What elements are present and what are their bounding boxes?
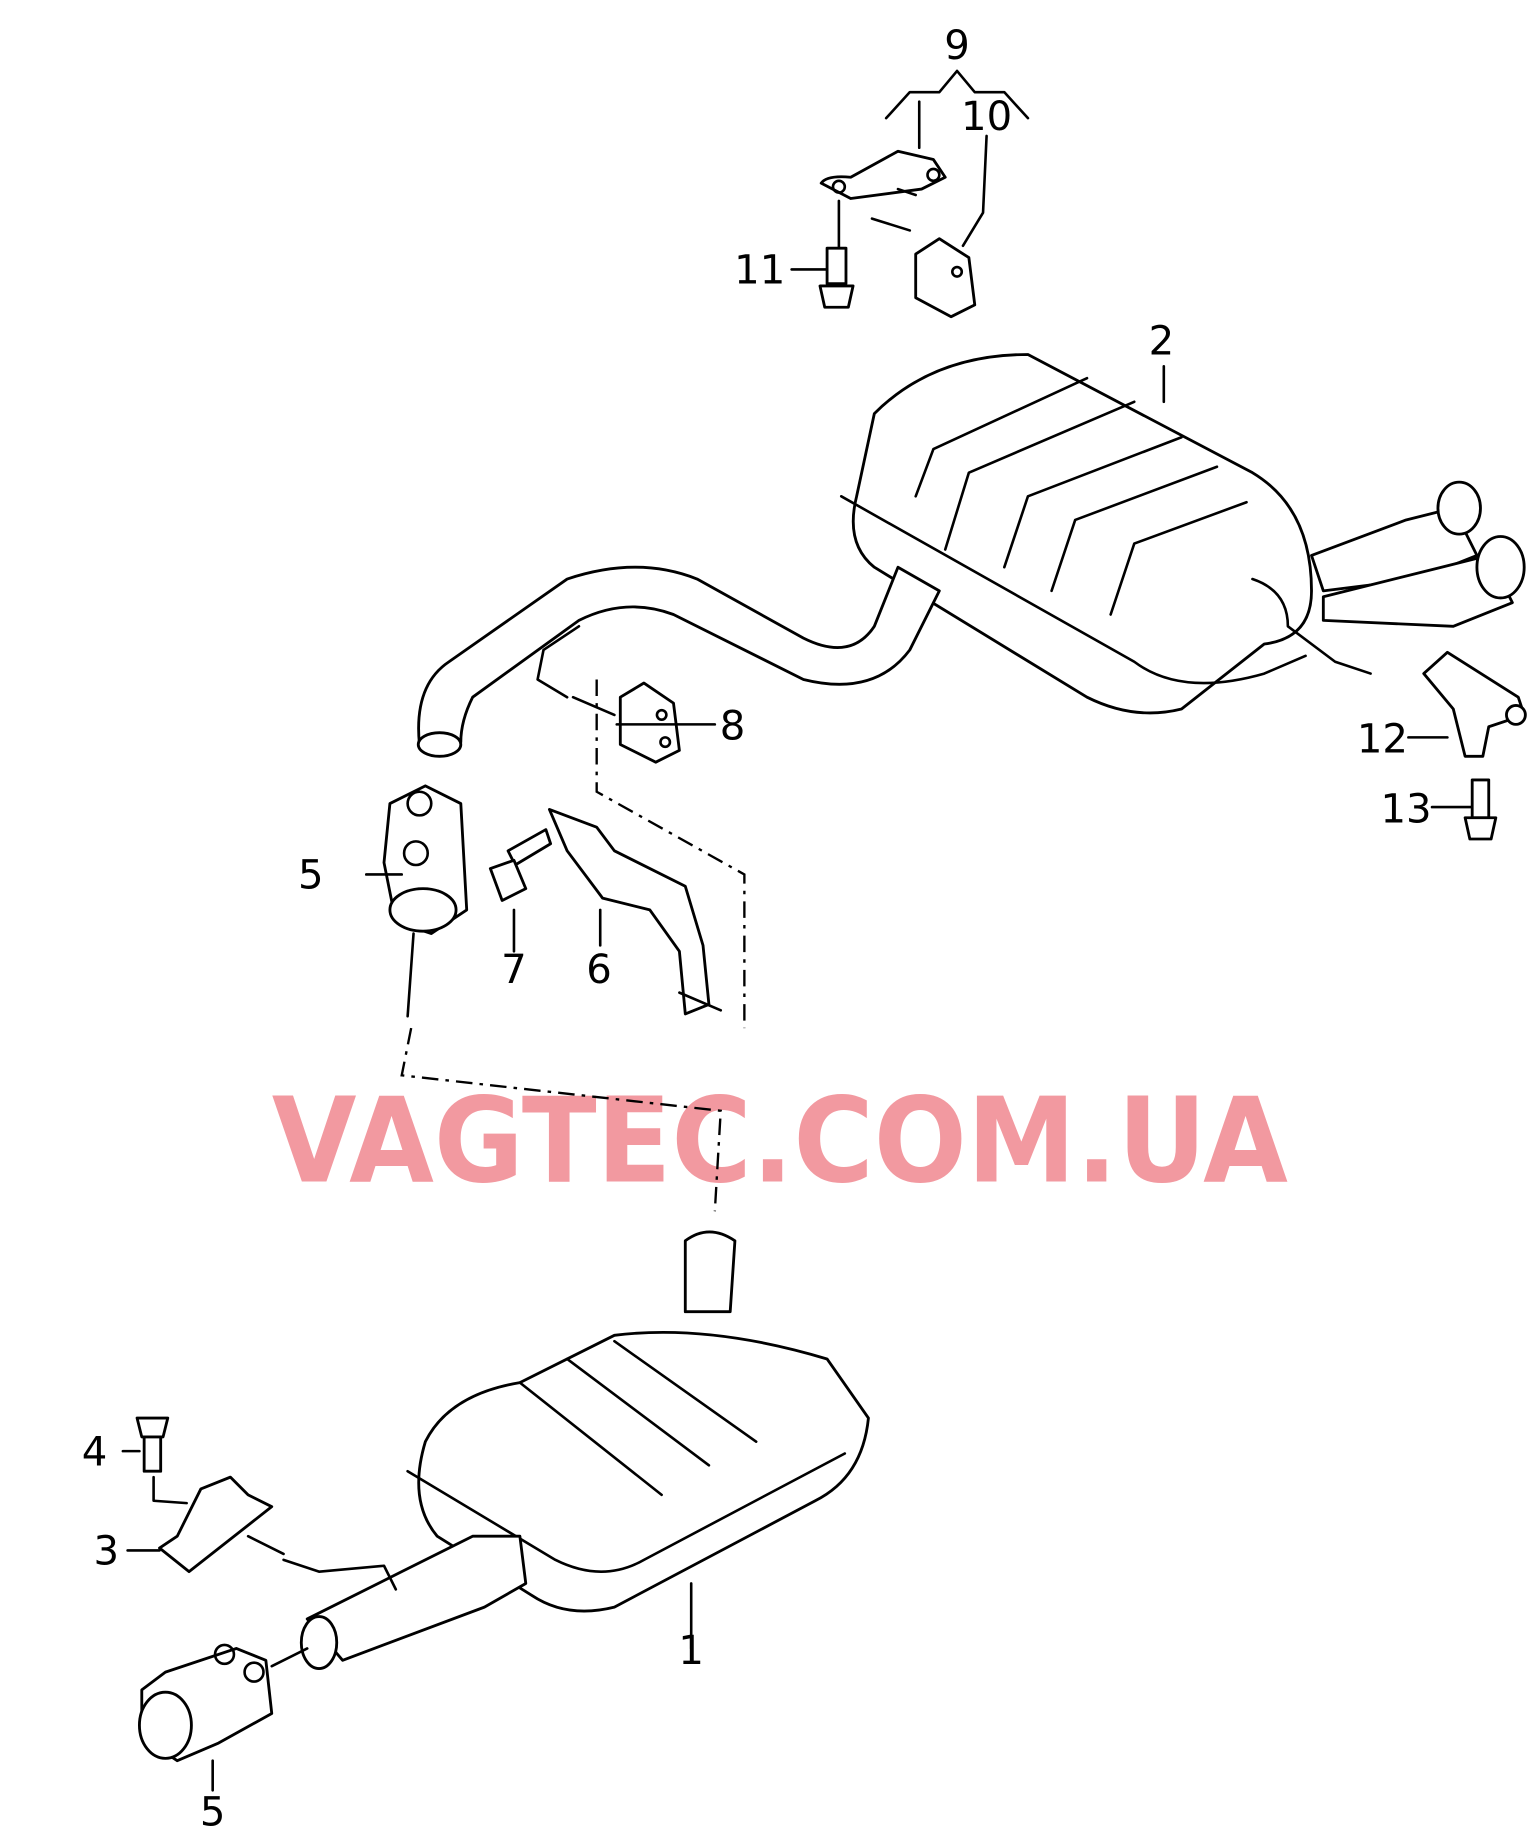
clamp-part-5-lower[interactable] — [138, 1643, 274, 1763]
rubber-mount-part-3[interactable] — [158, 1475, 274, 1574]
bracket-part-12[interactable] — [1422, 650, 1527, 758]
callout-11: 11 — [734, 248, 785, 294]
bolt-part-7[interactable] — [488, 828, 553, 902]
clamp-part-5-upper[interactable] — [382, 784, 469, 935]
assembly-guide-line — [400, 1027, 722, 1212]
rubber-mount-part-10[interactable] — [914, 237, 977, 319]
callout-3: 3 — [94, 1529, 120, 1575]
callout-5-upper: 5 — [298, 853, 324, 899]
callout-13: 13 — [1380, 786, 1431, 832]
callout-7: 7 — [501, 947, 527, 993]
bolt-part-4[interactable] — [135, 1416, 170, 1473]
center-muffler-part-1[interactable] — [282, 1230, 870, 1670]
leader-lines — [121, 69, 1473, 1792]
bracket-part-6[interactable] — [547, 808, 723, 1016]
callout-5-lower: 5 — [200, 1790, 226, 1836]
connecting-pipe — [416, 565, 941, 758]
watermark: VAGTEC.COM.UA — [272, 1072, 1288, 1210]
callout-12: 12 — [1357, 717, 1408, 763]
callout-10: 10 — [961, 94, 1012, 140]
callout-4: 4 — [82, 1429, 108, 1475]
callout-6: 6 — [586, 947, 612, 993]
rubber-mount-part-8[interactable] — [618, 681, 681, 764]
assembly-guide-line — [595, 679, 746, 1029]
bolt-part-11[interactable] — [818, 246, 855, 309]
bolt-part-13[interactable] — [1463, 778, 1498, 841]
bracket-part-9[interactable] — [819, 149, 947, 232]
callout-8: 8 — [720, 704, 746, 750]
callout-1: 1 — [678, 1628, 704, 1674]
callout-2: 2 — [1149, 319, 1175, 365]
rear-muffler-part-2[interactable] — [839, 353, 1526, 715]
callout-9: 9 — [944, 23, 970, 69]
